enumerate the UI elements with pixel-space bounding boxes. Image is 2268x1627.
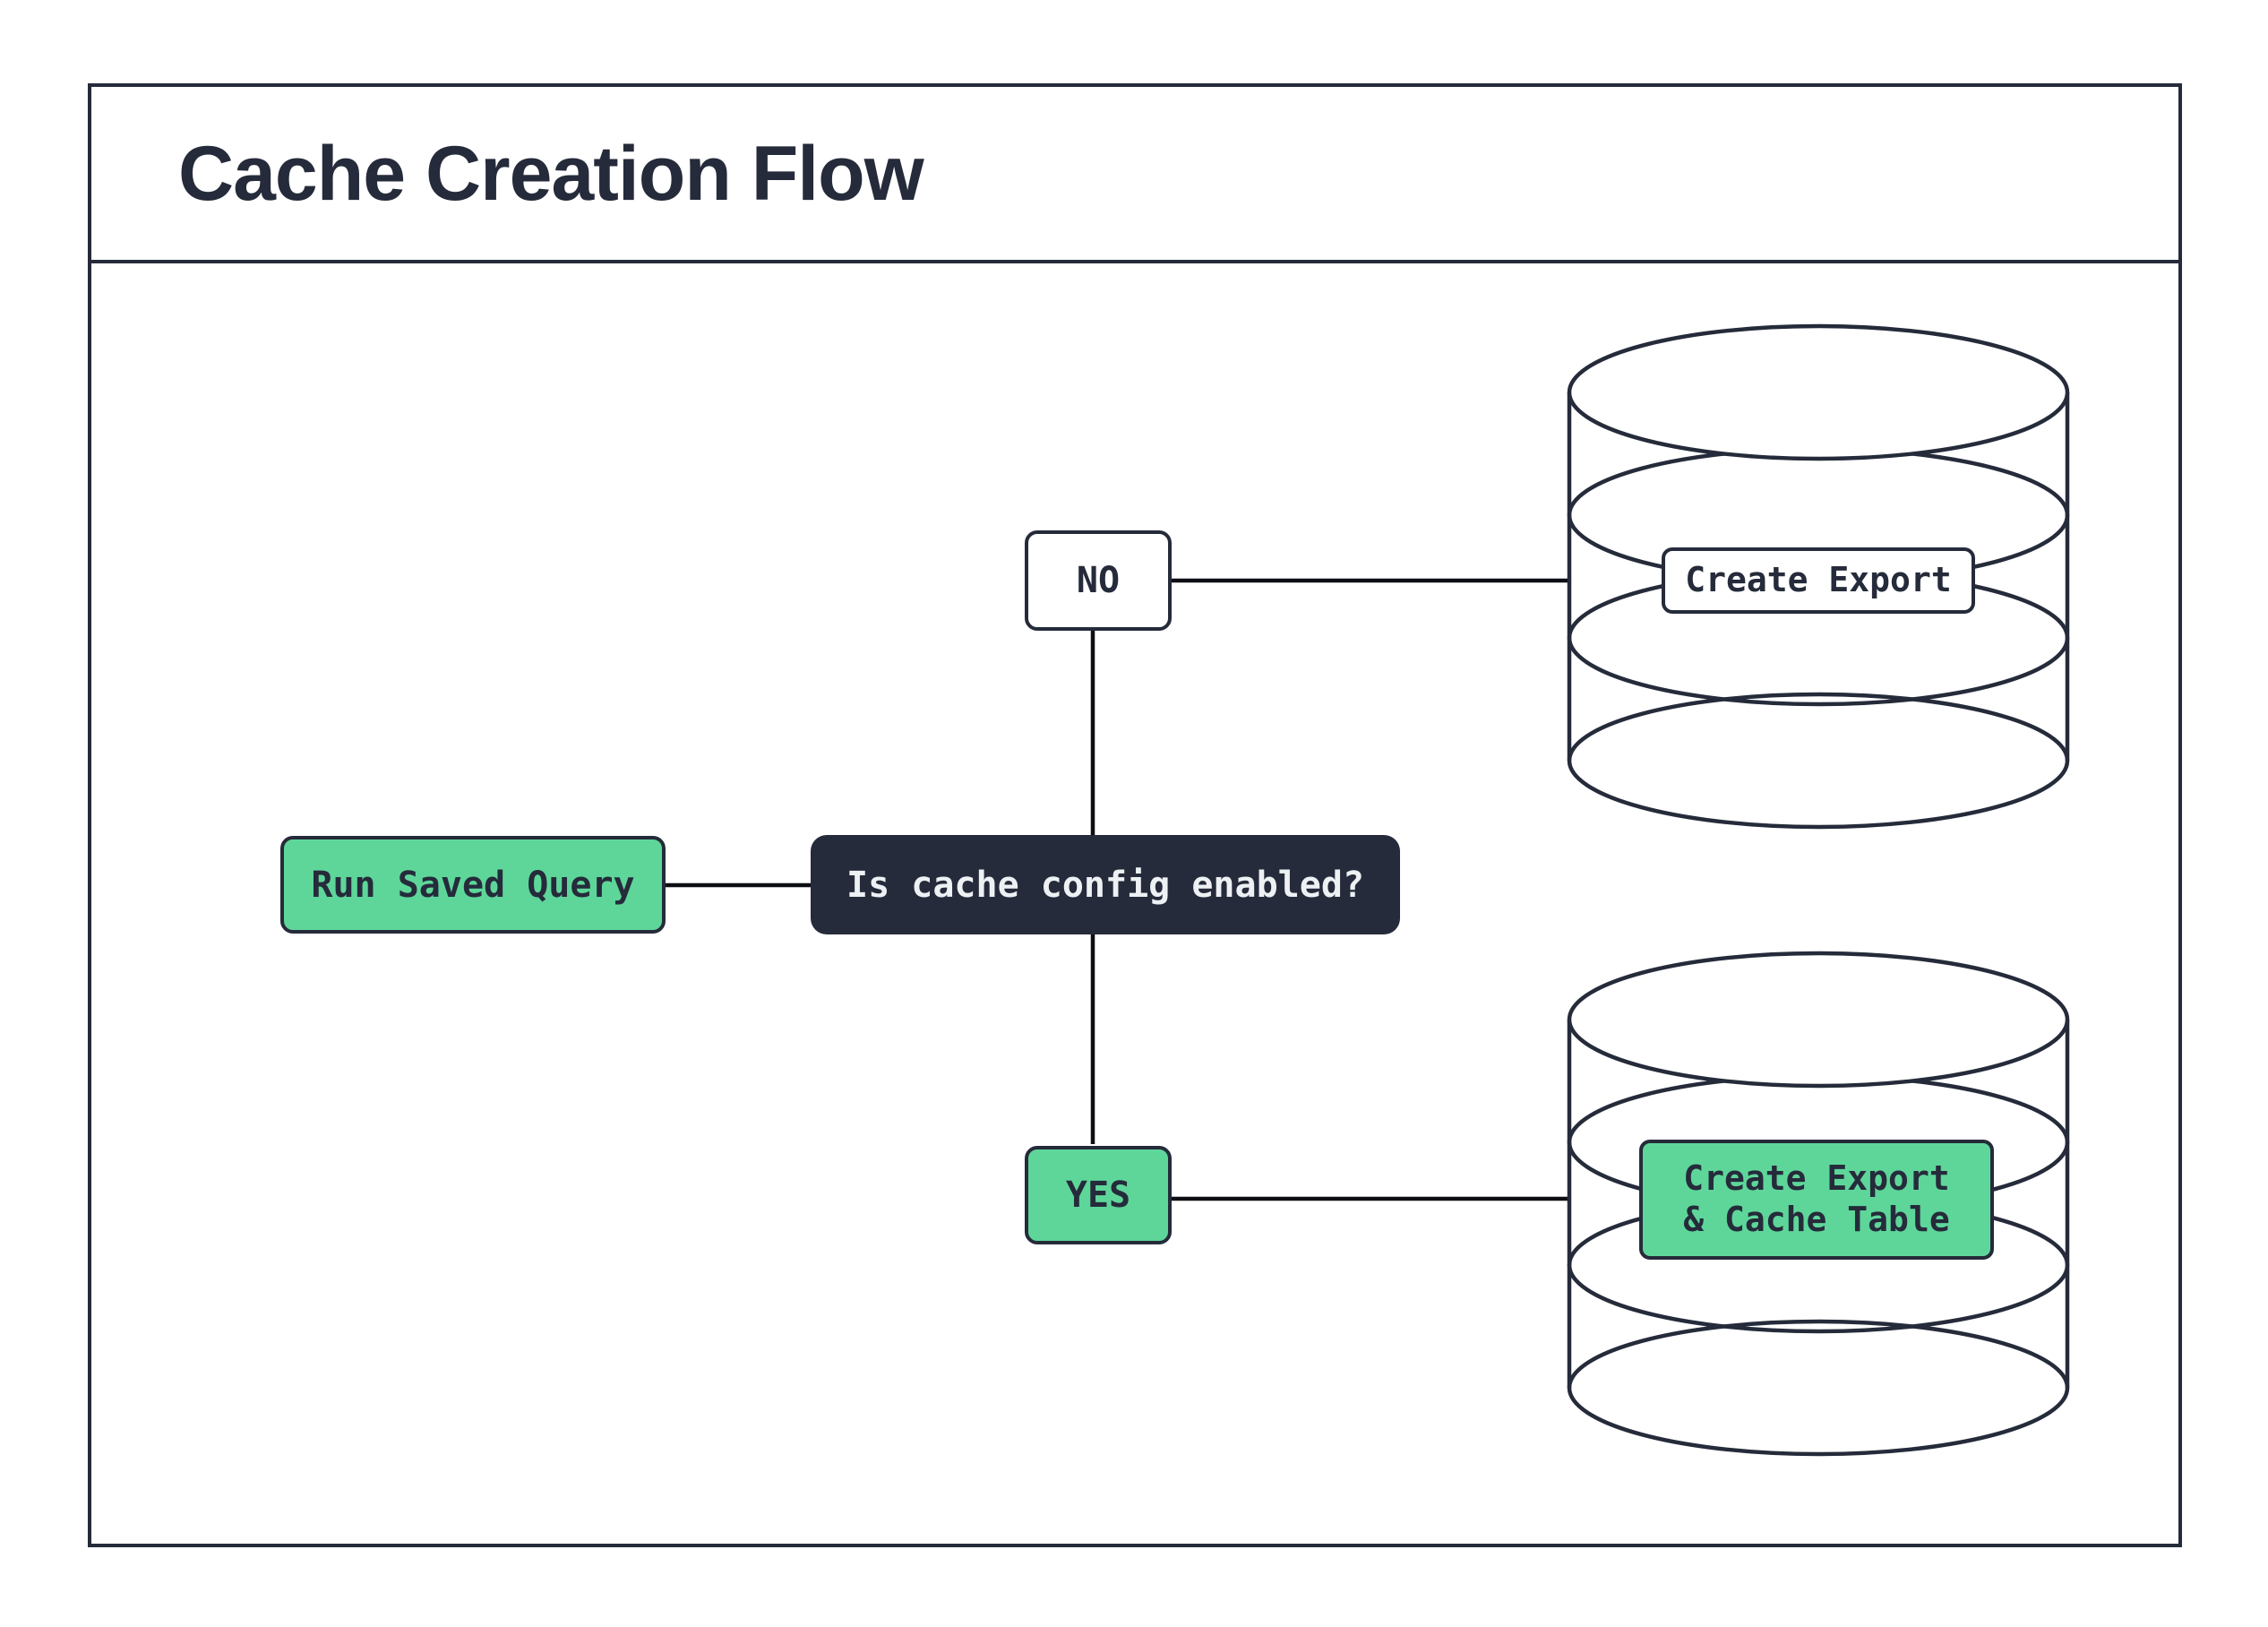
- node-yes: YES: [1025, 1146, 1172, 1244]
- node-run-saved-query: Run Saved Query: [280, 836, 666, 934]
- node-no-label: NO: [1076, 560, 1121, 601]
- edges: [666, 578, 1569, 1201]
- node-create-export: Create Export: [1662, 547, 1975, 614]
- node-cache-label-line2: & Cache Table: [1683, 1200, 1950, 1239]
- node-cache-label-line1: Create Export: [1683, 1158, 1950, 1199]
- node-create-export-cache-table: Create Export & Cache Table: [1639, 1140, 1994, 1260]
- node-decision-label: Is cache config enabled?: [846, 864, 1364, 906]
- node-decision-cache-config: Is cache config enabled?: [811, 835, 1400, 934]
- node-yes-label: YES: [1065, 1175, 1131, 1216]
- page-title: Cache Creation Flow: [178, 130, 924, 217]
- title-bar: Cache Creation Flow: [88, 83, 2182, 263]
- node-create-export-label: Create Export: [1685, 560, 1952, 600]
- node-no: NO: [1025, 530, 1172, 631]
- database-cylinder-export-icon: [1567, 323, 2070, 830]
- database-cylinder-cache-icon: [1567, 951, 2070, 1457]
- node-run-saved-query-label: Run Saved Query: [311, 864, 635, 906]
